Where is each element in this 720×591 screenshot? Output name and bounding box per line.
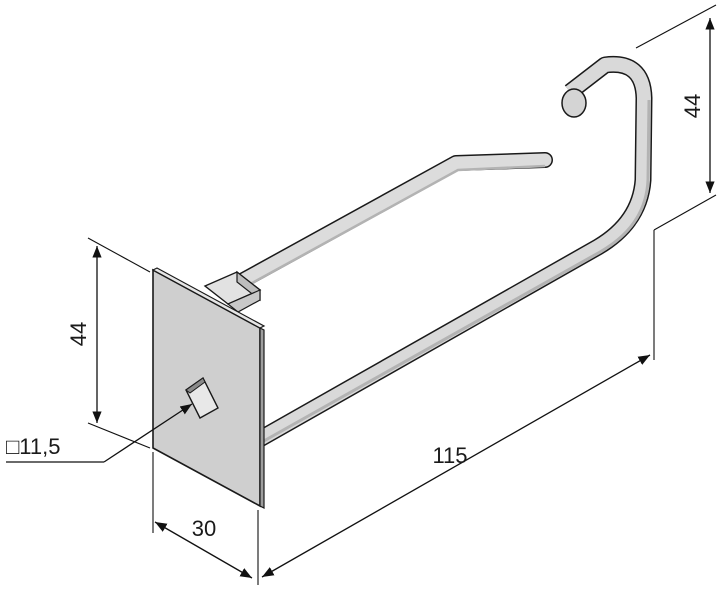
dimension-hole-size: □11,5 — [6, 403, 193, 463]
dimension-plate-height: 44 — [66, 237, 151, 449]
mounting-bracket — [203, 270, 262, 313]
lower-wire-arm — [253, 55, 653, 448]
hook-end-cap — [561, 88, 587, 118]
hole-size-label: □11,5 — [6, 434, 60, 459]
upper-wire-arm — [232, 152, 553, 290]
hook-height-label: 44 — [680, 94, 705, 118]
dimension-plate-width: 30 — [152, 452, 259, 585]
plate-width-label: 30 — [192, 516, 216, 541]
dimension-arm-length: 115 — [261, 230, 655, 578]
dimension-hook-height: 44 — [635, 4, 717, 231]
square-hole — [185, 376, 219, 419]
plate-height-label: 44 — [66, 322, 91, 346]
arm-length-label: 115 — [432, 443, 467, 468]
